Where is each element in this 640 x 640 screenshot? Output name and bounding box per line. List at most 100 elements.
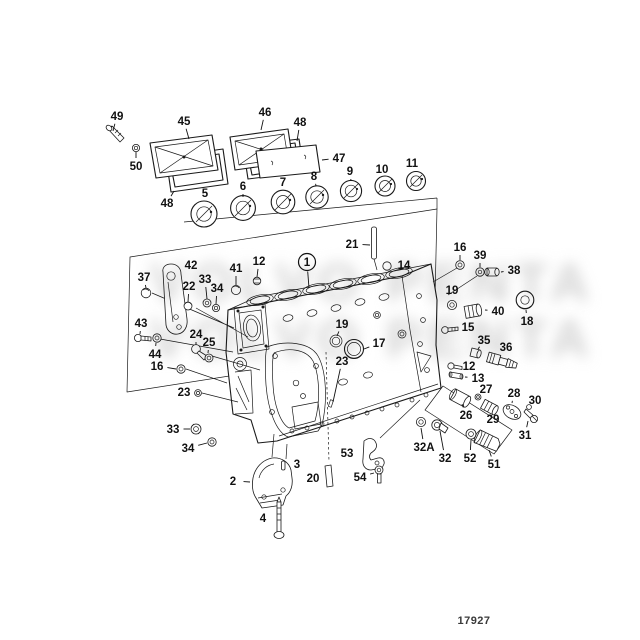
seal-23 — [194, 389, 202, 397]
callout-25: 25 — [203, 337, 216, 349]
leader-line-48 — [170, 190, 175, 197]
leader-line-52 — [469, 439, 472, 451]
leader-line-23 — [332, 368, 341, 403]
cover-45 — [149, 134, 219, 179]
callout-22: 22 — [183, 281, 196, 293]
callout-47: 47 — [333, 153, 346, 165]
callout-26: 26 — [460, 410, 473, 422]
callout-32A: 32A — [413, 442, 434, 454]
plug-35 — [469, 347, 482, 359]
callout-3: 3 — [294, 459, 300, 471]
callout-41: 41 — [230, 263, 243, 275]
leader-line-32A — [420, 427, 424, 440]
callout-49: 49 — [111, 111, 124, 123]
plug-41 — [230, 284, 241, 295]
leader-line-26 — [461, 403, 464, 408]
engine-block-drawing — [225, 263, 442, 463]
right-side-parts — [441, 260, 535, 380]
callout-33: 33 — [167, 424, 180, 436]
leader-line-45 — [185, 128, 190, 140]
callout-6: 6 — [240, 181, 246, 193]
plate-28 — [502, 404, 522, 420]
bolt-31 — [523, 408, 539, 423]
bolt-54 — [374, 465, 384, 484]
callout-46: 46 — [259, 107, 272, 119]
pin-20 — [324, 464, 334, 488]
oring-14 — [382, 261, 392, 271]
leader-line-1 — [307, 271, 310, 289]
nut-34 — [211, 303, 220, 312]
plug-29 — [480, 398, 499, 416]
callout-14: 14 — [398, 260, 411, 272]
washer-16 — [455, 260, 465, 270]
callout-5: 5 — [202, 188, 209, 200]
bearing-shell-6 — [230, 195, 256, 221]
callout-42: 42 — [185, 260, 198, 272]
plug-33-lower — [190, 423, 202, 435]
callout-7: 7 — [280, 177, 286, 189]
bolt-32 — [431, 419, 449, 434]
leader-line-31 — [526, 420, 529, 428]
leader-line-49 — [112, 123, 116, 132]
callout-32: 32 — [439, 453, 452, 465]
bolt-12 — [252, 276, 262, 286]
left-side-parts — [133, 263, 262, 447]
callout-2: 2 — [230, 476, 236, 488]
bolt-12-right — [447, 362, 463, 370]
bearing-shell-8 — [305, 185, 329, 209]
callout-40: 40 — [492, 306, 505, 318]
leader-line-22 — [187, 293, 189, 303]
callout-23: 23 — [178, 387, 191, 399]
figure-number: 17927 — [457, 615, 490, 627]
cylinder-bores — [246, 267, 413, 306]
dowel-pin-21 — [371, 226, 377, 260]
block-face-details — [278, 293, 439, 437]
callout-18: 18 — [521, 316, 534, 328]
bolt-4 — [273, 496, 285, 539]
callout-48: 48 — [161, 198, 174, 210]
callout-48: 48 — [294, 117, 307, 129]
washer-44 — [152, 333, 162, 343]
callout-12: 12 — [463, 361, 476, 373]
leader-line-34 — [198, 442, 208, 446]
main-bearing-shells — [190, 170, 427, 228]
seal-16 — [176, 364, 186, 374]
callout-8: 8 — [311, 171, 318, 183]
callout-35: 35 — [478, 335, 491, 347]
callout-31: 31 — [519, 430, 532, 442]
nut-34-lower — [207, 437, 217, 447]
fitting-36 — [486, 351, 518, 369]
callout-21: 21 — [346, 239, 359, 251]
washer-30 — [526, 404, 532, 410]
leader-line-19 — [336, 331, 340, 337]
callout-circle-1 — [297, 252, 317, 272]
bolt-15 — [441, 326, 459, 334]
leader-line-32 — [439, 430, 444, 451]
lower-right-parts — [415, 388, 539, 452]
washer-32A — [415, 416, 426, 427]
callout-28: 28 — [508, 388, 521, 400]
side-cover-assembly — [105, 124, 321, 193]
callout-53: 53 — [341, 448, 354, 460]
callout-37: 37 — [138, 272, 151, 284]
callout-34: 34 — [182, 443, 195, 455]
stud-23 — [327, 399, 334, 408]
callout-33: 33 — [199, 274, 212, 286]
callout-23: 23 — [336, 356, 349, 368]
callout-36: 36 — [500, 342, 513, 354]
bracket-42 — [162, 263, 188, 335]
callout-54: 54 — [354, 472, 367, 484]
pin-3 — [281, 460, 286, 471]
callout-20: 20 — [307, 473, 320, 485]
callout-13: 13 — [472, 373, 485, 385]
leader-line-54 — [369, 472, 375, 475]
callout-9: 9 — [347, 166, 353, 178]
bracket-2 — [252, 457, 293, 509]
bearing-shell-7 — [270, 189, 296, 215]
callout-16: 16 — [151, 361, 164, 373]
callout-1: 1 — [304, 257, 311, 269]
leader-line-33 — [205, 286, 208, 300]
